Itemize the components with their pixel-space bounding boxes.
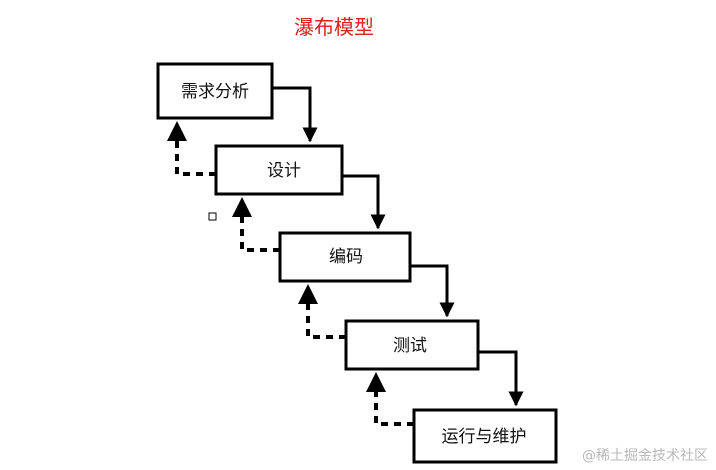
stage-label-maintenance: 运行与维护 xyxy=(442,427,527,447)
stray-square-mark xyxy=(208,212,217,221)
stage-box-design: 设计 xyxy=(214,144,344,196)
forward-arrow-testing-to-maintenance xyxy=(478,350,524,407)
stage-box-coding: 编码 xyxy=(278,231,412,283)
feedback-arrow-maintenance-to-testing xyxy=(366,372,414,426)
stage-label-requirements: 需求分析 xyxy=(181,82,249,102)
diagram-title: 瀑布模型 xyxy=(294,15,374,39)
stage-box-requirements: 需求分析 xyxy=(156,62,274,120)
stage-box-maintenance: 运行与维护 xyxy=(412,408,558,464)
stage-box-testing: 测试 xyxy=(344,319,480,371)
feedback-arrow-coding-to-design xyxy=(232,197,280,252)
feedback-arrow-testing-to-coding xyxy=(298,284,346,339)
stage-label-design: 设计 xyxy=(267,161,301,181)
forward-arrow-requirements-to-design xyxy=(272,86,318,143)
forward-arrow-design-to-coding xyxy=(342,174,386,230)
stage-label-testing: 测试 xyxy=(393,336,427,356)
forward-arrow-coding-to-testing xyxy=(410,264,455,318)
stage-label-coding: 编码 xyxy=(329,247,363,267)
watermark: @稀土掘金技术社区 xyxy=(582,448,708,464)
feedback-arrow-design-to-requirements xyxy=(167,121,216,176)
